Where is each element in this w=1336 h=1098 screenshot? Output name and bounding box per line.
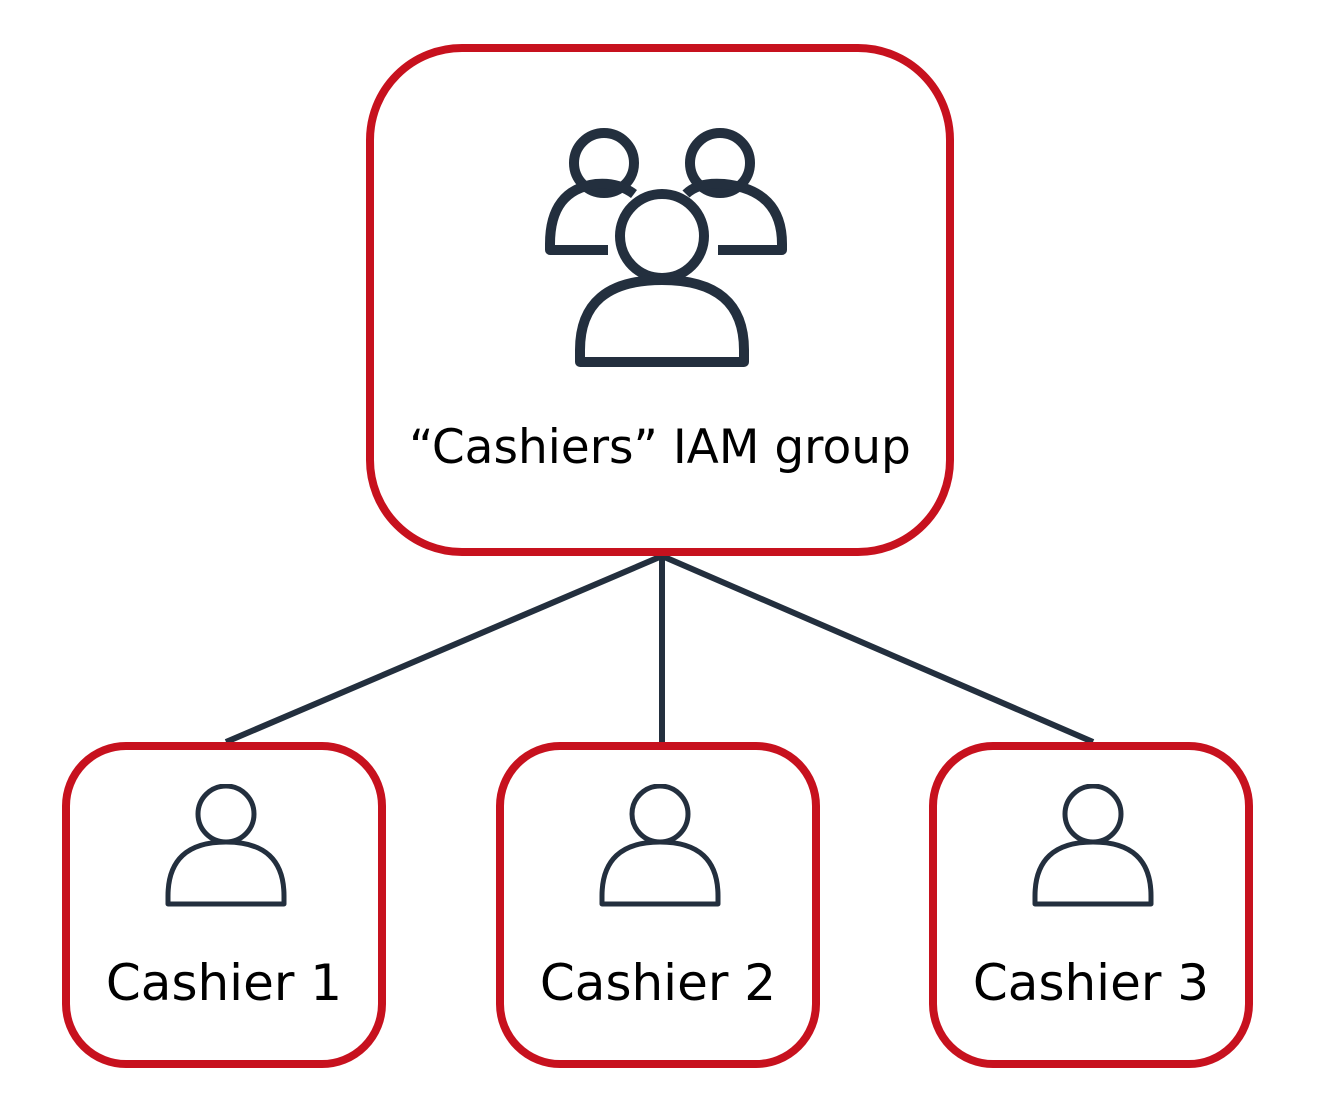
user-node-cashier-3: Cashier 3 — [929, 742, 1253, 1068]
user-label-cashier-3: Cashier 3 — [972, 954, 1210, 1012]
iam-group-node: “Cashiers” IAM group — [366, 44, 954, 556]
user-icon — [165, 784, 287, 907]
user-label-cashier-1: Cashier 1 — [105, 954, 343, 1012]
user-icon — [1032, 784, 1154, 907]
iam-group-label: “Cashiers” IAM group — [409, 420, 911, 475]
user-icon — [599, 784, 721, 907]
connector-group-to-cashier-3 — [660, 553, 1095, 745]
users-group-icon — [545, 128, 787, 367]
connector-group-to-cashier-1 — [224, 553, 664, 745]
user-node-cashier-2: Cashier 2 — [496, 742, 820, 1068]
user-node-cashier-1: Cashier 1 — [62, 742, 386, 1068]
user-label-cashier-2: Cashier 2 — [539, 954, 777, 1012]
